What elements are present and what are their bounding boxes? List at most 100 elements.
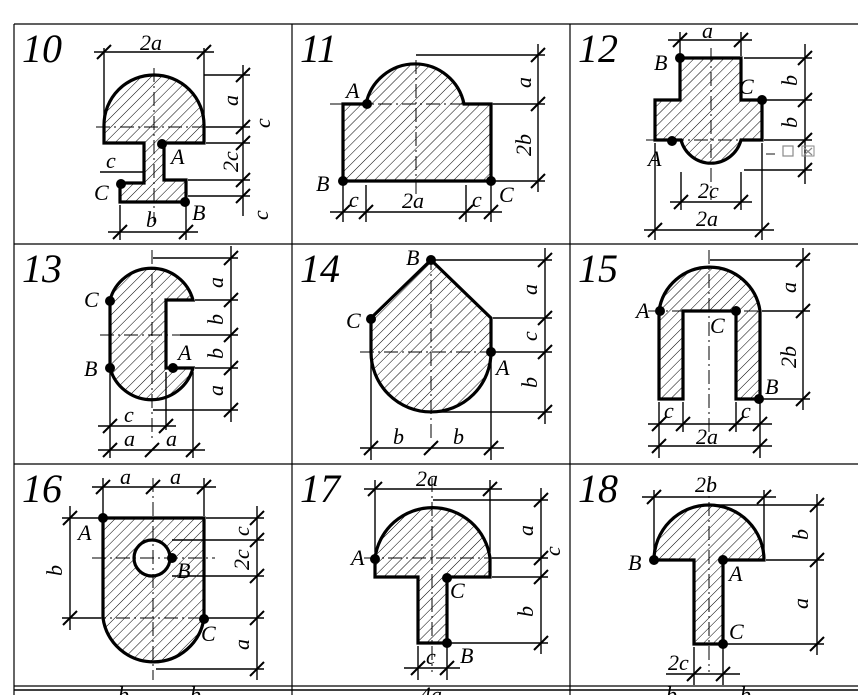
dim-label: a — [776, 282, 801, 293]
close-icon[interactable] — [801, 145, 815, 157]
point-label-b: B — [406, 245, 419, 270]
dim-label: c — [426, 644, 436, 669]
point-label-a: A — [634, 298, 650, 323]
panel-number: 12 — [578, 26, 618, 71]
dim-label: a — [166, 426, 177, 451]
panel-number: 14 — [300, 246, 340, 291]
restore-icon[interactable] — [782, 145, 794, 157]
section-shape — [102, 73, 206, 204]
dim-label: b — [203, 348, 228, 359]
panel-number: 16 — [22, 466, 62, 511]
next-row-fragment: b b 4a b b — [14, 682, 858, 700]
point-label-b: B — [628, 550, 641, 575]
point-label-b: B — [460, 643, 473, 668]
dim-label: b — [118, 682, 129, 695]
dim-label: a — [229, 639, 254, 650]
dim-label: b — [777, 117, 802, 128]
dim-label: a — [702, 18, 713, 43]
dim-label: b — [740, 682, 751, 695]
dim-label: b — [453, 424, 464, 449]
panel-11: 11 a 2b c 2a c A B C — [300, 26, 546, 222]
dim-label: 2c — [229, 549, 254, 570]
panel-16: 16 a a b c 2c a A B C — [22, 464, 265, 680]
dim-label: 2a — [696, 206, 718, 231]
point-label-a: A — [494, 355, 510, 380]
panel-number: 17 — [300, 466, 342, 511]
panel-13: 13 a b b a c a a C B A — [22, 246, 239, 458]
point-label-a: A — [646, 146, 662, 171]
point-label-a: A — [349, 545, 365, 570]
dim-label: c — [124, 402, 134, 427]
dim-label: a — [788, 598, 813, 609]
dim-label: 2a — [696, 424, 718, 449]
panel-number: 18 — [578, 466, 618, 511]
point-label-a: A — [727, 561, 743, 586]
table-grid — [13, 23, 858, 695]
dim-label: c — [106, 148, 116, 173]
point-label-b: B — [84, 356, 97, 381]
dim-label: c — [248, 210, 273, 220]
dim-label: 2c — [218, 151, 243, 172]
point-label-c: C — [739, 74, 754, 99]
panel-12: 12 a b b 2c 2a B C A — [578, 18, 815, 240]
point-label-b: B — [654, 50, 667, 75]
dim-label: a — [170, 464, 181, 489]
point-label-b: B — [177, 558, 190, 583]
point-label-b: B — [765, 374, 778, 399]
point-label-c: C — [710, 313, 725, 338]
dim-label: a — [517, 284, 542, 295]
dim-label: b — [777, 75, 802, 86]
panel-number: 11 — [300, 26, 337, 71]
point-label-b: B — [192, 200, 205, 225]
dim-label: b — [42, 565, 67, 576]
point-label-c: C — [201, 621, 216, 646]
dim-label: 2c — [698, 178, 719, 203]
dim-label: 4a — [420, 682, 442, 695]
panel-10: 10 2a a c 2c c c b A B C — [22, 26, 275, 240]
point-label-a: A — [169, 144, 185, 169]
minimize-icon[interactable] — [766, 153, 775, 155]
dim-label: b — [517, 377, 542, 388]
dim-label: b — [513, 606, 538, 617]
dim-label: c — [741, 398, 751, 423]
dim-label: a — [513, 525, 538, 536]
dim-label: b — [190, 682, 201, 695]
dim-label: b — [146, 207, 157, 232]
point-label-c: C — [346, 308, 361, 333]
dim-label: a — [124, 426, 135, 451]
point-label-c: C — [499, 182, 514, 207]
dim-label: c — [517, 331, 542, 341]
panel-number: 15 — [578, 246, 618, 291]
point-label-a: A — [76, 520, 92, 545]
point-label-b: B — [316, 171, 329, 196]
dim-label: 2b — [695, 472, 717, 497]
dim-label: b — [666, 682, 677, 695]
dim-label: a — [511, 77, 536, 88]
point-label-c: C — [94, 180, 109, 205]
panel-number: 10 — [22, 26, 62, 71]
dim-label: a — [120, 464, 131, 489]
dim-label: a — [203, 277, 228, 288]
dim-label: 2a — [416, 466, 438, 491]
dim-label: c — [250, 118, 275, 128]
section-shape — [341, 62, 493, 183]
dim-label: 2a — [140, 30, 162, 55]
dim-label: c — [472, 187, 482, 212]
point-label-c: C — [729, 619, 744, 644]
panel-15: 15 a 2b c c 2a A C B — [578, 246, 811, 458]
dim-label: c — [540, 546, 565, 556]
panel-18: 18 2b b a 2c B A C — [578, 466, 825, 685]
dim-label: b — [203, 314, 228, 325]
dim-label: a — [203, 385, 228, 396]
dim-label: a — [218, 95, 243, 106]
panel-14: 14 a c b b b B C A — [300, 245, 553, 460]
dim-label: 2b — [511, 134, 536, 156]
dim-label: c — [664, 398, 674, 423]
section-shape — [657, 265, 762, 401]
dim-label: b — [788, 529, 813, 540]
dim-label: 2c — [668, 650, 689, 675]
window-controls — [766, 145, 815, 157]
point-label-a: A — [176, 340, 192, 365]
